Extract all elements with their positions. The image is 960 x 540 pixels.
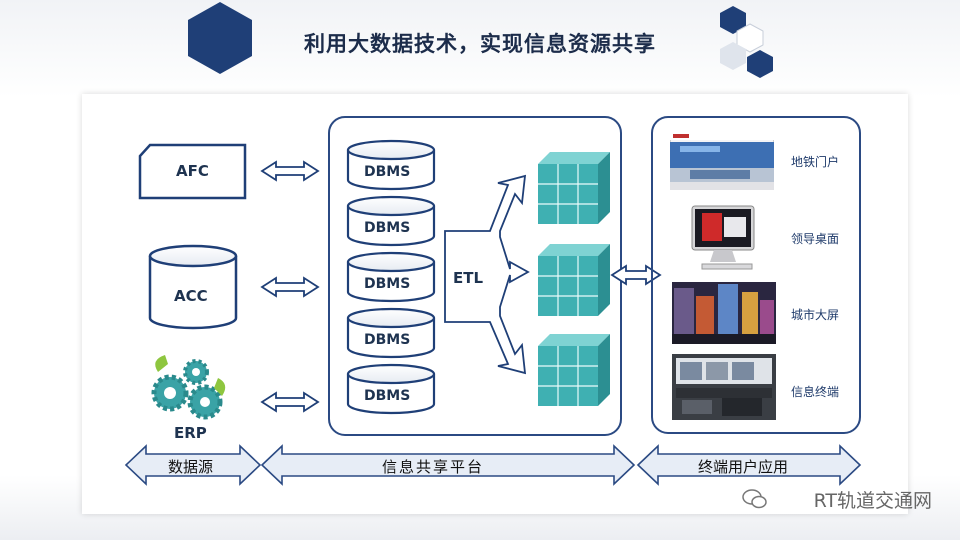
dbms-cylinder-5 [346, 363, 436, 415]
source-label-afc: AFC [176, 162, 209, 180]
dbms-label-5: DBMS [364, 388, 411, 404]
dbms-label-4: DBMS [364, 332, 411, 348]
cube-group [538, 152, 610, 406]
ribbon-platform [260, 444, 636, 486]
metro-portal-screenshot [670, 132, 774, 190]
dbms-label-3: DBMS [364, 276, 411, 292]
gears-icon [151, 355, 226, 420]
double-arrow-erp [260, 391, 320, 413]
dbms-cylinder-4 [346, 307, 436, 359]
acc-cylinder [148, 244, 238, 330]
dbms-label-2: DBMS [364, 220, 411, 236]
ribbon-data-source [124, 444, 262, 486]
dbms-cylinder-2 [346, 195, 436, 247]
dbms-label-1: DBMS [364, 164, 411, 180]
section-label-platform: 信息共享平台 [382, 458, 485, 476]
watermark-text: RT轨道交通网 [813, 490, 932, 512]
city-screen-image [672, 282, 776, 344]
source-label-erp: ERP [174, 424, 207, 442]
info-terminal-image [672, 354, 776, 420]
terminal-label-screen: 城市大屏 [791, 308, 840, 322]
desktop-monitor-image [691, 205, 755, 270]
afc-box [138, 143, 247, 200]
double-arrow-acc [260, 276, 320, 298]
data-cube-1 [538, 152, 610, 224]
dbms-cylinder-3 [346, 251, 436, 303]
double-arrow-afc [260, 160, 320, 182]
hexagon-right-4 [747, 50, 773, 78]
section-label-data-source: 数据源 [168, 458, 214, 476]
hexagon-right-3 [720, 42, 746, 70]
double-arrow-terminal [610, 264, 662, 286]
page-title: 利用大数据技术，实现信息资源共享 [304, 32, 656, 56]
hexagon-right-1 [720, 6, 746, 34]
hexagon-right-2 [736, 23, 764, 53]
header-decoration [188, 2, 773, 78]
terminal-frame [651, 116, 861, 434]
wechat-icon [742, 489, 767, 509]
terminal-label-info: 信息终端 [791, 385, 840, 399]
dbms-cylinder-1 [346, 139, 436, 191]
data-cube-2 [538, 244, 610, 316]
terminal-label-portal: 地铁门户 [791, 155, 840, 169]
etl-arrows [444, 174, 530, 375]
hexagon-left [188, 2, 252, 74]
data-cube-3 [538, 334, 610, 406]
dbms-stack [346, 139, 436, 415]
section-label-terminal: 终端用户应用 [698, 458, 789, 476]
source-label-acc: ACC [174, 287, 208, 305]
ribbon-terminal [636, 444, 862, 486]
terminal-label-desktop: 领导桌面 [791, 232, 840, 246]
etl-label: ETL [453, 269, 484, 287]
